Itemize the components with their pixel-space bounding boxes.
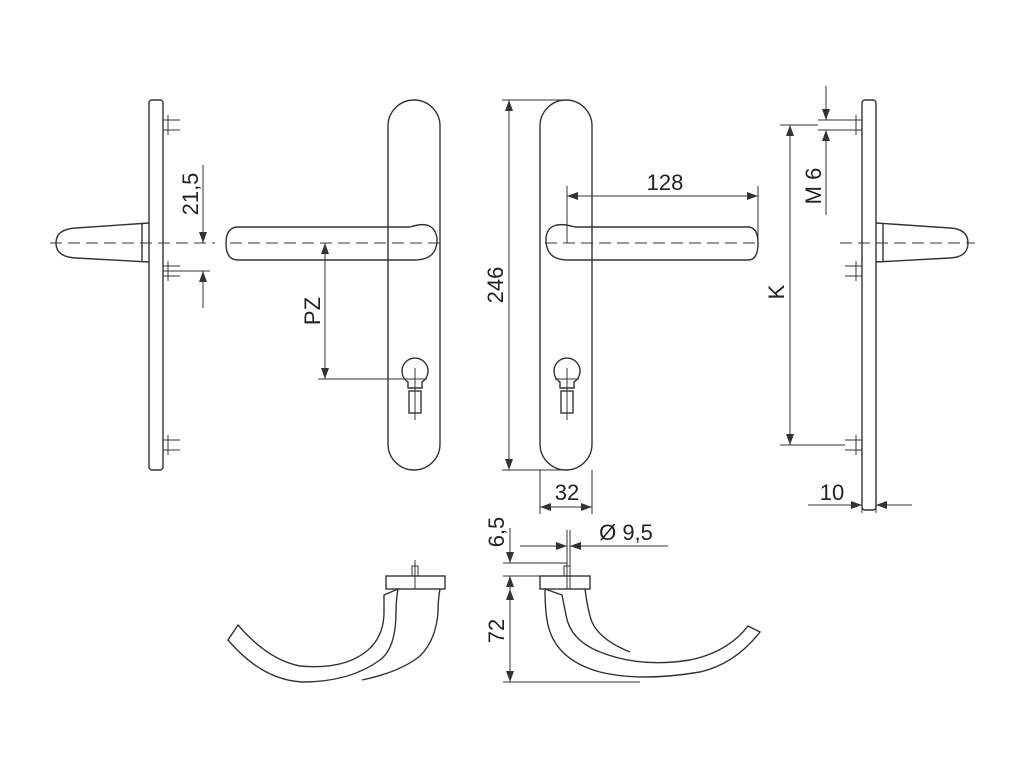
front-view-right: 246 128 32	[483, 99, 760, 514]
dim-246-label: 246	[483, 267, 508, 304]
dim-m6-label: M 6	[801, 168, 826, 205]
lever-top-left-outline	[361, 588, 441, 681]
dim-72-label: 72	[484, 619, 509, 643]
lever-front-right	[545, 223, 759, 261]
backplate-front-right	[539, 99, 593, 471]
backplate-side	[148, 99, 164, 471]
top-view-left	[227, 560, 446, 683]
keyhole-right	[553, 357, 581, 420]
backplate-front	[387, 99, 441, 471]
dim-9-5-label: Ø 9,5	[599, 520, 653, 545]
dim-6-5-label: 6,5	[484, 517, 509, 548]
dim-21-5-label: 21,5	[178, 173, 203, 216]
dim-pz-label: PZ	[300, 297, 325, 325]
dim-10-label: 10	[820, 480, 844, 505]
lever-top-left	[227, 587, 399, 683]
left-side-view: 21,5	[50, 99, 215, 471]
lever-front	[225, 223, 438, 261]
front-view-left: PZ	[225, 99, 441, 471]
keyhole	[401, 357, 429, 420]
right-side-view: M 6 K 10	[764, 86, 975, 513]
backplate-side-right	[861, 99, 877, 511]
lever-top-right	[544, 588, 762, 678]
lever-top-right-outline	[584, 588, 631, 653]
dim-32-label: 32	[555, 480, 579, 505]
plate-top-right	[539, 575, 591, 590]
dim-k-label: K	[764, 284, 789, 299]
dim-128-label: 128	[647, 170, 684, 195]
top-view-right: 6,5 Ø 9,5 72	[484, 517, 762, 683]
